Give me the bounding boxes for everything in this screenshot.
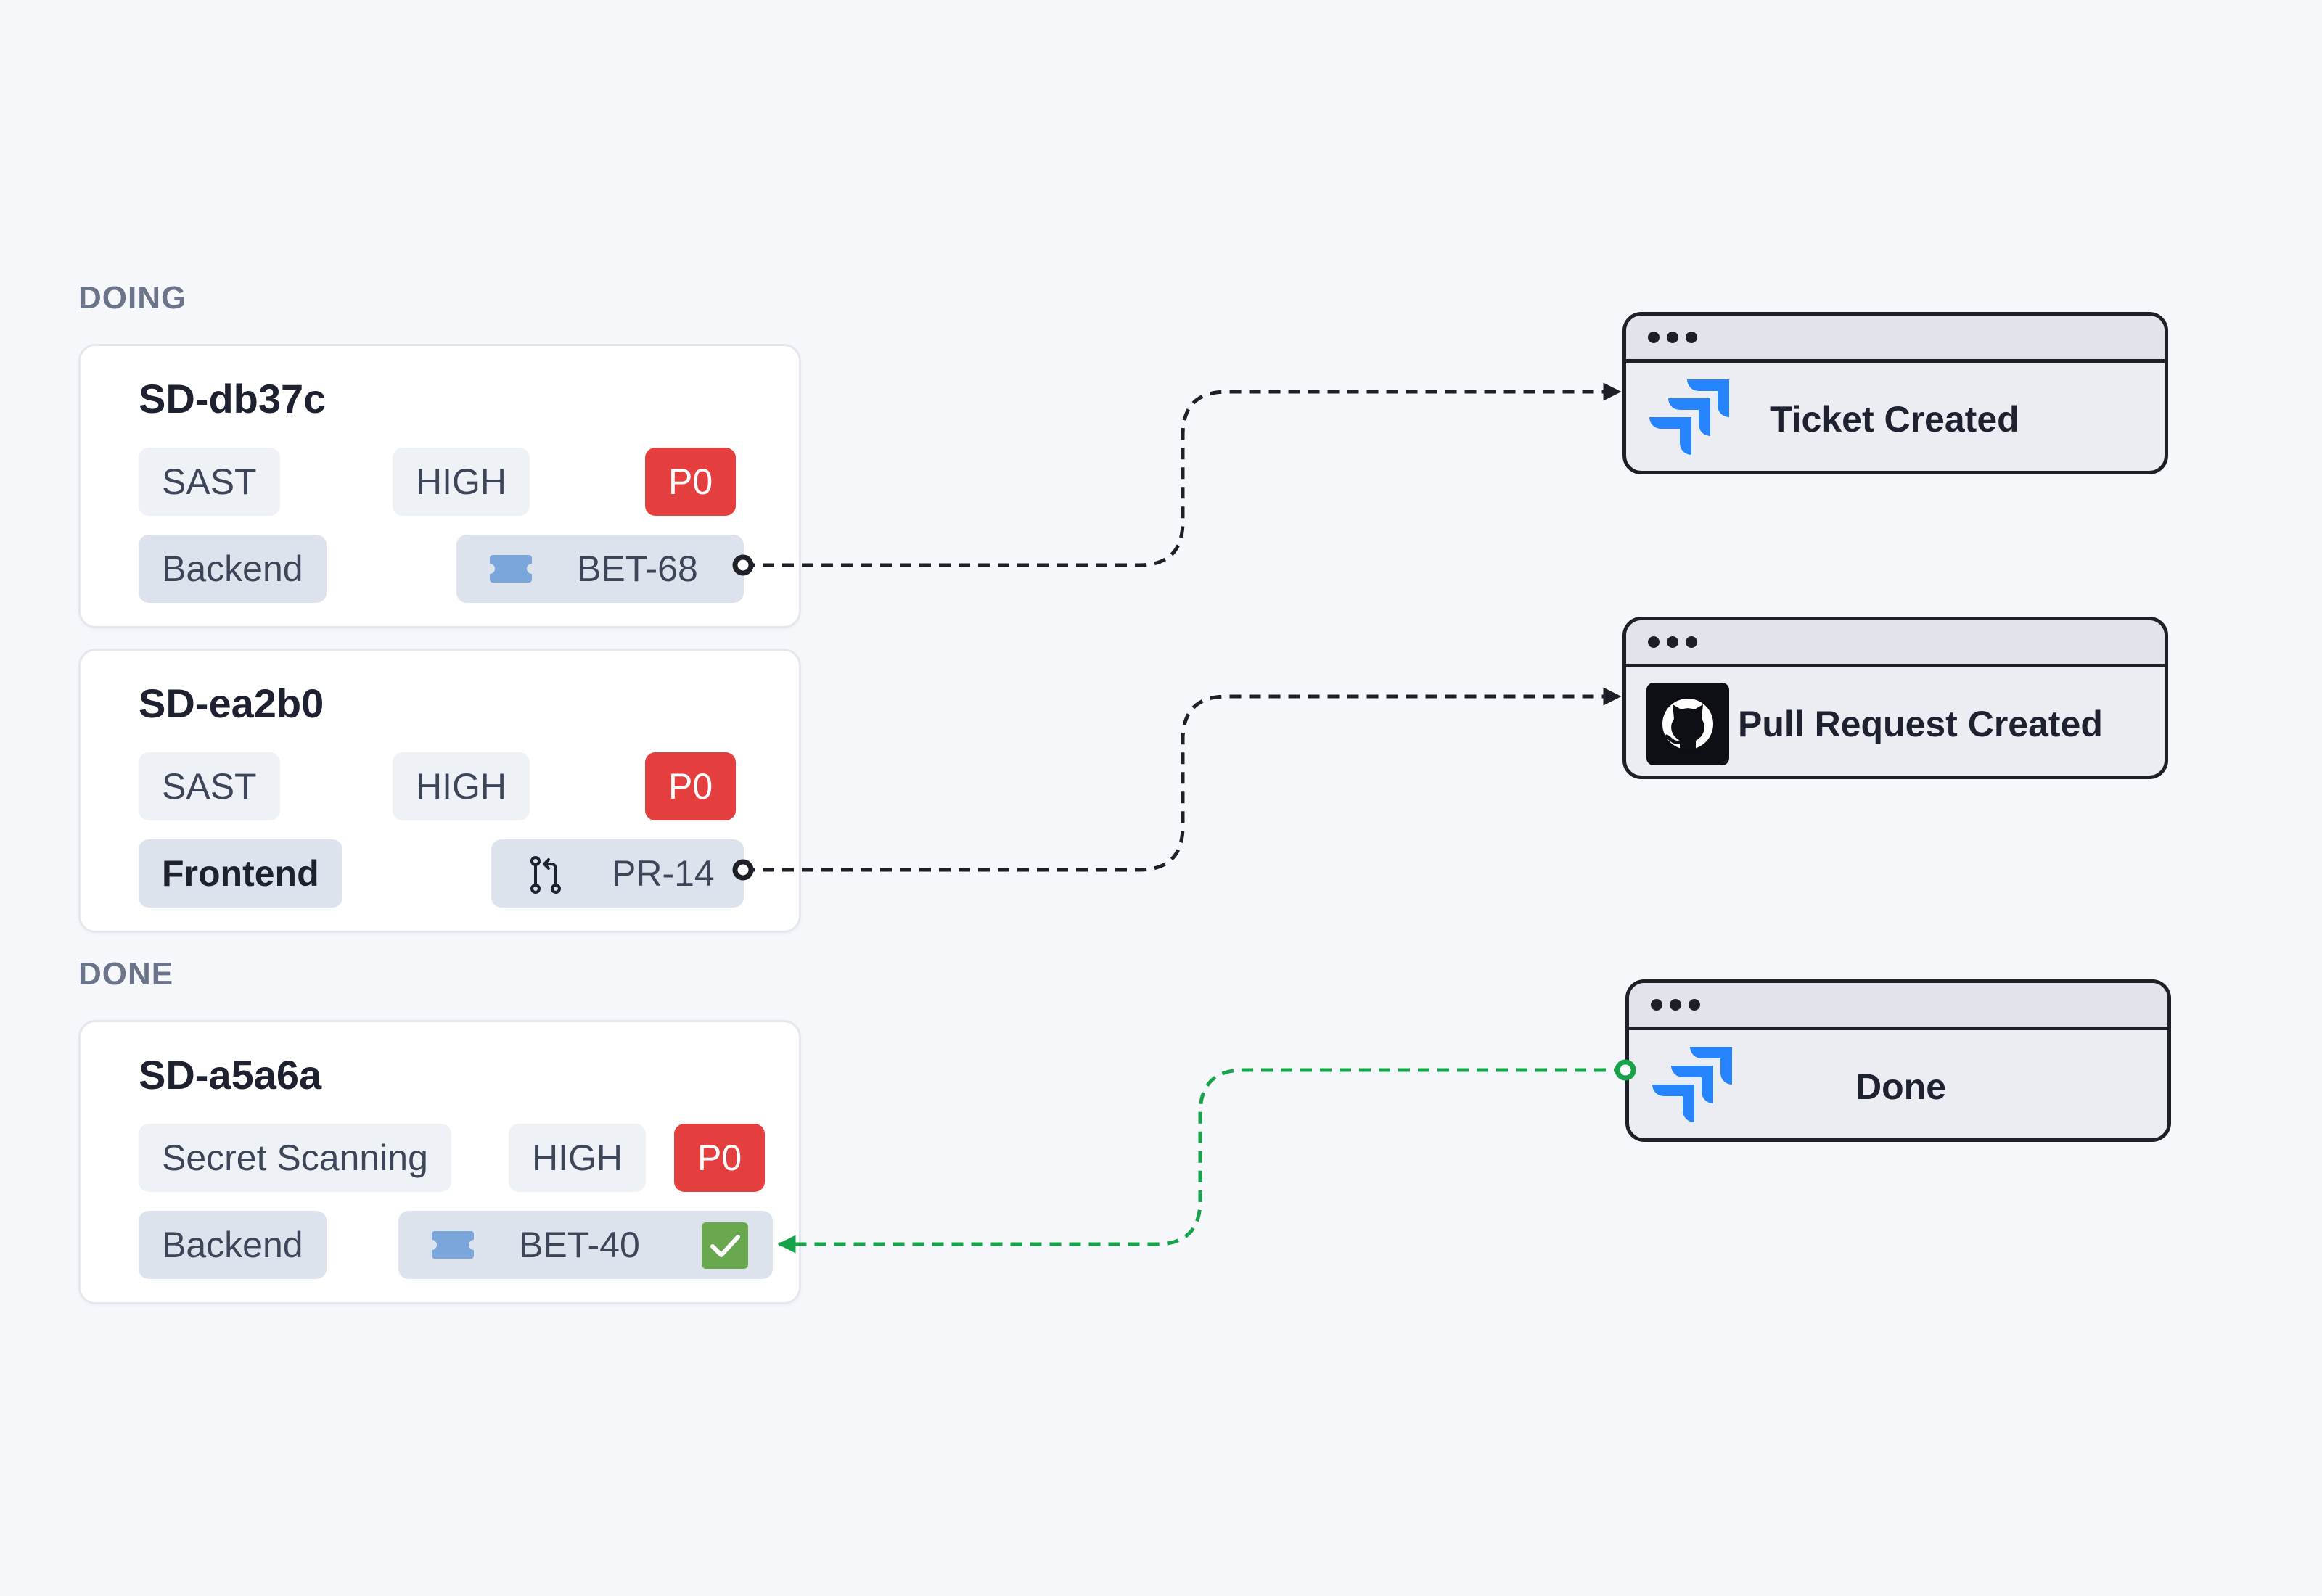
priority-badge: P0 bbox=[645, 448, 737, 516]
connector-pull-request-created bbox=[743, 687, 1622, 872]
connector-start-dot bbox=[732, 859, 754, 881]
ticket-icon bbox=[490, 555, 532, 583]
ticket-key: BET-40 bbox=[519, 1225, 640, 1265]
window-dot bbox=[1689, 999, 1700, 1011]
finding-card[interactable]: SD-a5a6a Secret Scanning HIGH P0 Backend… bbox=[78, 1020, 801, 1304]
event-window-done[interactable]: Done bbox=[1625, 979, 2171, 1142]
section-label-doing: DOING bbox=[78, 280, 187, 316]
finding-id: SD-ea2b0 bbox=[139, 680, 324, 726]
check-icon bbox=[702, 1222, 748, 1269]
type-tag: Secret Scanning bbox=[139, 1124, 451, 1192]
type-tag: SAST bbox=[139, 752, 280, 820]
priority-badge: P0 bbox=[674, 1124, 766, 1192]
ticket-link[interactable]: BET-68 bbox=[456, 535, 744, 603]
window-titlebar bbox=[1626, 316, 2165, 363]
window-dot bbox=[1686, 636, 1697, 648]
finding-id: SD-db37c bbox=[139, 376, 327, 421]
event-window-ticket-created[interactable]: Ticket Created bbox=[1622, 312, 2168, 474]
github-icon bbox=[1646, 683, 1729, 765]
event-title: Done bbox=[1855, 1066, 1946, 1107]
jira-icon bbox=[1649, 379, 1729, 455]
connector-start-dot bbox=[1615, 1059, 1636, 1081]
connector-done bbox=[777, 1068, 1625, 1254]
window-dot bbox=[1686, 332, 1697, 343]
jira-icon bbox=[1652, 1047, 1732, 1122]
window-dot bbox=[1667, 332, 1678, 343]
window-dot bbox=[1651, 999, 1662, 1011]
event-title: Ticket Created bbox=[1770, 399, 2019, 440]
severity-tag: HIGH bbox=[393, 448, 530, 516]
connector-ticket-created bbox=[743, 382, 1622, 567]
pull-request-link[interactable]: PR-14 bbox=[491, 839, 744, 908]
window-dot bbox=[1667, 636, 1678, 648]
finding-id: SD-a5a6a bbox=[139, 1052, 322, 1098]
window-titlebar bbox=[1626, 620, 2165, 667]
ticket-link[interactable]: BET-40 bbox=[398, 1211, 773, 1279]
window-titlebar bbox=[1629, 983, 2167, 1030]
window-dot bbox=[1670, 999, 1681, 1011]
window-dot bbox=[1648, 332, 1660, 343]
section-label-done: DONE bbox=[78, 956, 174, 992]
team-tag: Backend bbox=[139, 535, 327, 603]
severity-tag: HIGH bbox=[509, 1124, 646, 1192]
pull-request-key: PR-14 bbox=[612, 853, 715, 894]
ticket-icon bbox=[432, 1231, 474, 1259]
event-title: Pull Request Created bbox=[1738, 704, 2103, 744]
team-tag: Backend bbox=[139, 1211, 327, 1279]
window-dot bbox=[1648, 636, 1660, 648]
event-window-pull-request-created[interactable]: Pull Request Created bbox=[1622, 617, 2168, 779]
pull-request-icon bbox=[530, 856, 561, 894]
priority-badge: P0 bbox=[645, 752, 737, 820]
connector-start-dot bbox=[732, 554, 754, 576]
finding-card[interactable]: SD-db37c SAST HIGH P0 Backend BET-68 bbox=[78, 344, 801, 628]
severity-tag: HIGH bbox=[393, 752, 530, 820]
finding-card[interactable]: SD-ea2b0 SAST HIGH P0 Frontend PR-14 bbox=[78, 649, 801, 933]
team-tag: Frontend bbox=[139, 839, 342, 908]
ticket-key: BET-68 bbox=[577, 548, 698, 589]
type-tag: SAST bbox=[139, 448, 280, 516]
